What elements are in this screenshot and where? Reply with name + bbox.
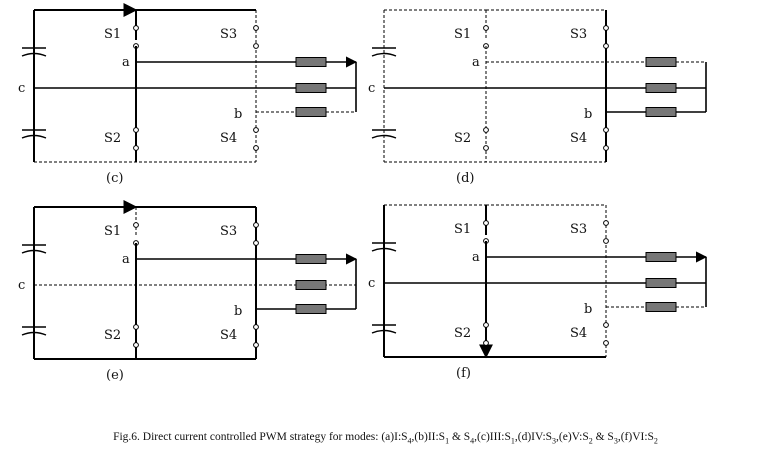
switch-s4-terminal <box>603 322 609 328</box>
switch-s3-terminal <box>603 220 609 226</box>
node-label-b: b <box>584 107 592 122</box>
switch-label-s4: S4 <box>570 326 587 341</box>
load-resistor-a <box>295 57 327 67</box>
switch-s2-terminal <box>483 322 489 328</box>
switch-label-s4: S4 <box>570 131 587 146</box>
switch-s2-terminal <box>483 127 489 133</box>
switch-label-s3: S3 <box>570 222 587 237</box>
switch-s2-terminal <box>483 340 489 346</box>
switch-s1-terminal <box>133 222 139 228</box>
node-label-a: a <box>122 252 130 267</box>
node-label-a: a <box>472 250 480 265</box>
switch-s4-terminal <box>253 145 259 151</box>
capacitor-upper <box>21 52 47 57</box>
switch-s4-terminal <box>603 340 609 346</box>
switch-s4-terminal <box>603 145 609 151</box>
node-label-b: b <box>234 107 242 122</box>
switch-label-s4: S4 <box>220 131 237 146</box>
capacitor-lower <box>371 134 397 139</box>
switch-label-s1: S1 <box>454 222 471 237</box>
switch-label-s1: S1 <box>104 27 121 42</box>
node-label-a: a <box>472 55 480 70</box>
switch-s3-terminal <box>253 222 259 228</box>
panel-label: (f) <box>456 366 471 381</box>
capacitor-lower <box>21 134 47 139</box>
panel-label: (e) <box>106 368 124 383</box>
switch-label-s3: S3 <box>220 224 237 239</box>
switch-s3-terminal <box>253 25 259 31</box>
capacitor-upper <box>21 249 47 254</box>
switch-label-s3: S3 <box>220 27 237 42</box>
load-resistor-c <box>295 83 327 93</box>
panel-label: (d) <box>456 171 474 186</box>
switch-label-s1: S1 <box>104 224 121 239</box>
node-label-a: a <box>122 55 130 70</box>
capacitor-lower <box>21 331 47 336</box>
node-label-c: c <box>18 81 25 96</box>
load-resistor-b <box>295 304 327 314</box>
switch-s3-terminal <box>603 238 609 244</box>
node-label-c: c <box>368 81 375 96</box>
switch-s4-terminal <box>253 127 259 133</box>
switch-label-s1: S1 <box>454 27 471 42</box>
node-label-b: b <box>234 304 242 319</box>
load-resistor-c <box>645 83 677 93</box>
switch-label-s2: S2 <box>454 326 471 341</box>
capacitor-upper <box>371 247 397 252</box>
switch-s3-terminal <box>603 43 609 49</box>
capacitor-upper <box>371 52 397 57</box>
node-label-c: c <box>18 278 25 293</box>
switch-label-s2: S2 <box>104 328 121 343</box>
switch-s4-terminal <box>603 127 609 133</box>
load-resistor-b <box>295 107 327 117</box>
load-resistor-c <box>645 278 677 288</box>
switch-s1-terminal <box>483 220 489 226</box>
load-resistor-c <box>295 280 327 290</box>
switch-s2-terminal <box>133 145 139 151</box>
switch-label-s3: S3 <box>570 27 587 42</box>
switch-s3-terminal <box>603 25 609 31</box>
switch-s3-terminal <box>253 43 259 49</box>
load-resistor-a <box>295 254 327 264</box>
node-label-b: b <box>584 302 592 317</box>
switch-label-s4: S4 <box>220 328 237 343</box>
node-label-c: c <box>368 276 375 291</box>
load-resistor-a <box>645 57 677 67</box>
switch-s2-terminal <box>133 127 139 133</box>
switch-s4-terminal <box>253 342 259 348</box>
switch-label-s2: S2 <box>454 131 471 146</box>
load-resistor-b <box>645 107 677 117</box>
load-resistor-b <box>645 302 677 312</box>
switch-s2-terminal <box>483 145 489 151</box>
switch-s3-terminal <box>253 240 259 246</box>
switch-label-s2: S2 <box>104 131 121 146</box>
capacitor-lower <box>371 329 397 334</box>
switch-s4-terminal <box>253 324 259 330</box>
switch-s2-terminal <box>133 342 139 348</box>
switch-s1-terminal <box>133 25 139 31</box>
panel-label: (c) <box>106 171 123 186</box>
figure-caption: Fig.6. Direct current controlled PWM str… <box>113 431 658 446</box>
switch-s1-terminal <box>483 25 489 31</box>
switch-s2-terminal <box>133 324 139 330</box>
load-resistor-a <box>645 252 677 262</box>
